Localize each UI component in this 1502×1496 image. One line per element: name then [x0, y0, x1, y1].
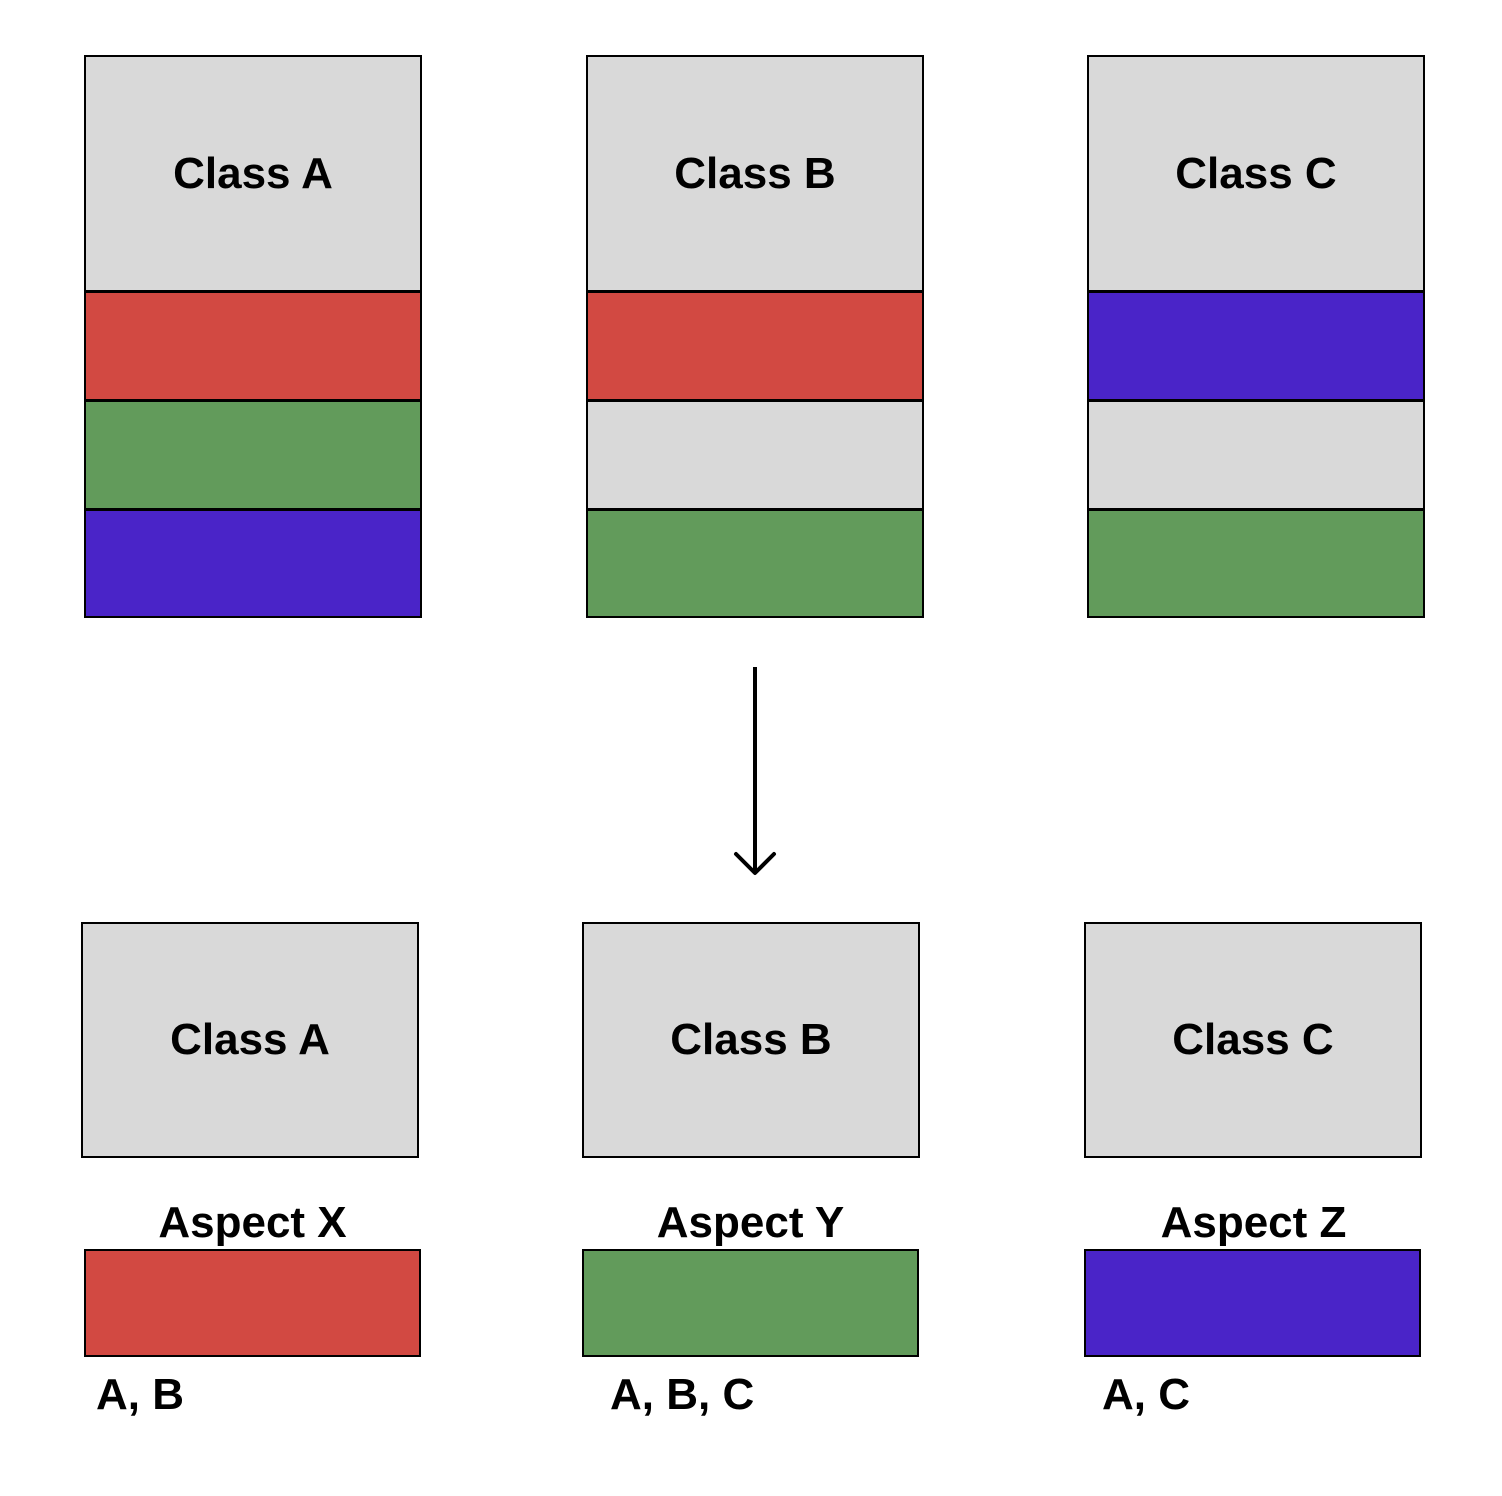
aspect-bar-y	[582, 1249, 919, 1357]
aspect-band	[1089, 290, 1423, 399]
aspect-band	[1089, 508, 1423, 616]
class-label: Class B	[588, 57, 922, 290]
aspect-band	[588, 508, 922, 616]
aspect-band	[86, 399, 420, 508]
aspect-title-z: Aspect Z	[1160, 1198, 1347, 1247]
class-column-c: Class C	[1087, 55, 1425, 618]
class-column-a: Class A	[84, 55, 422, 618]
aspect-members-z: A, C	[1102, 1370, 1190, 1419]
class-box-a: Class A	[81, 922, 419, 1158]
class-column-b: Class B	[586, 55, 924, 618]
aspect-band	[86, 508, 420, 616]
class-box-b: Class B	[582, 922, 920, 1158]
aspect-title-y: Aspect Y	[656, 1198, 845, 1247]
aspect-members-x: A, B	[96, 1370, 184, 1419]
aspect-members-y: A, B, C	[610, 1370, 755, 1419]
aspect-band	[588, 290, 922, 399]
aspect-band	[86, 290, 420, 399]
down-arrow-icon	[734, 667, 776, 875]
aspect-title-x: Aspect X	[158, 1198, 347, 1247]
class-box-c: Class C	[1084, 922, 1422, 1158]
aspect-band	[588, 399, 922, 508]
class-label: Class A	[86, 57, 420, 290]
aspect-band	[1089, 399, 1423, 508]
aspect-bar-x	[84, 1249, 421, 1357]
aspect-bar-z	[1084, 1249, 1421, 1357]
class-label: Class C	[1089, 57, 1423, 290]
